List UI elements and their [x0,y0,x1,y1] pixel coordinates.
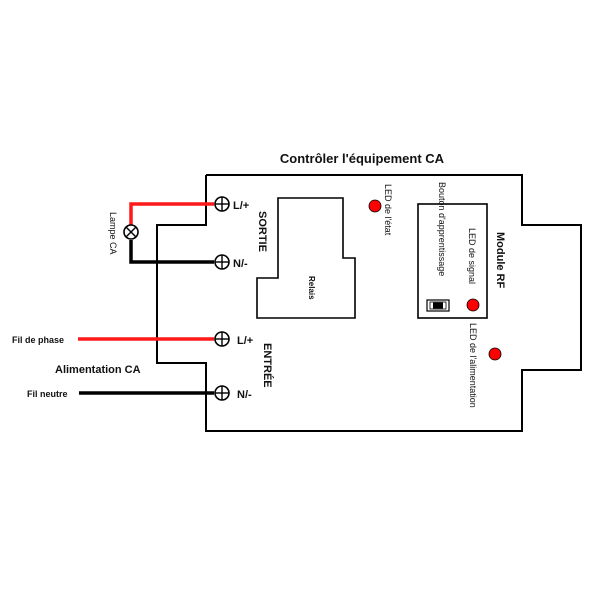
rf-module-board [417,203,488,319]
relay-block [256,197,356,319]
controller-enclosure [156,174,582,432]
output-terminal-phase-label: L/+ [233,200,249,212]
input-terminal-neutral [214,385,230,401]
power-led [488,347,502,361]
input-terminal-phase [214,331,230,347]
diagram-title: Contrôler l'équipement CA [280,151,445,166]
lamp-icon [123,224,139,240]
learn-button-label: Bouton d'apprentissage [437,182,447,276]
rf-module-label: Module RF [494,232,506,288]
phase-wire-label: Fil de phase [12,335,64,345]
neutral-wire-label: Fil neutre [27,389,68,399]
learn-button[interactable] [426,299,450,312]
status-led-label: LED de l'état [383,184,393,236]
signal-led-label: LED de signal [467,228,477,284]
output-phase-wire [129,202,214,225]
input-terminal-neutral-label: N/- [237,389,252,401]
power-led-label: LED de l'alimentation [468,323,478,408]
supply-label: Alimentation CA [55,364,141,376]
lamp-label: Lampe CA [108,212,118,255]
input-section-label: ENTRÉE [261,343,274,388]
output-neutral-wire [129,240,214,264]
output-terminal-neutral-label: N/- [233,258,248,270]
input-terminal-phase-label: L/+ [237,335,253,347]
status-led [368,199,382,213]
output-terminal-neutral [214,254,230,270]
relay-label: Relais [307,276,316,300]
signal-led [466,298,480,312]
output-terminal-phase [214,196,230,212]
output-section-label: SORTIE [256,211,268,252]
